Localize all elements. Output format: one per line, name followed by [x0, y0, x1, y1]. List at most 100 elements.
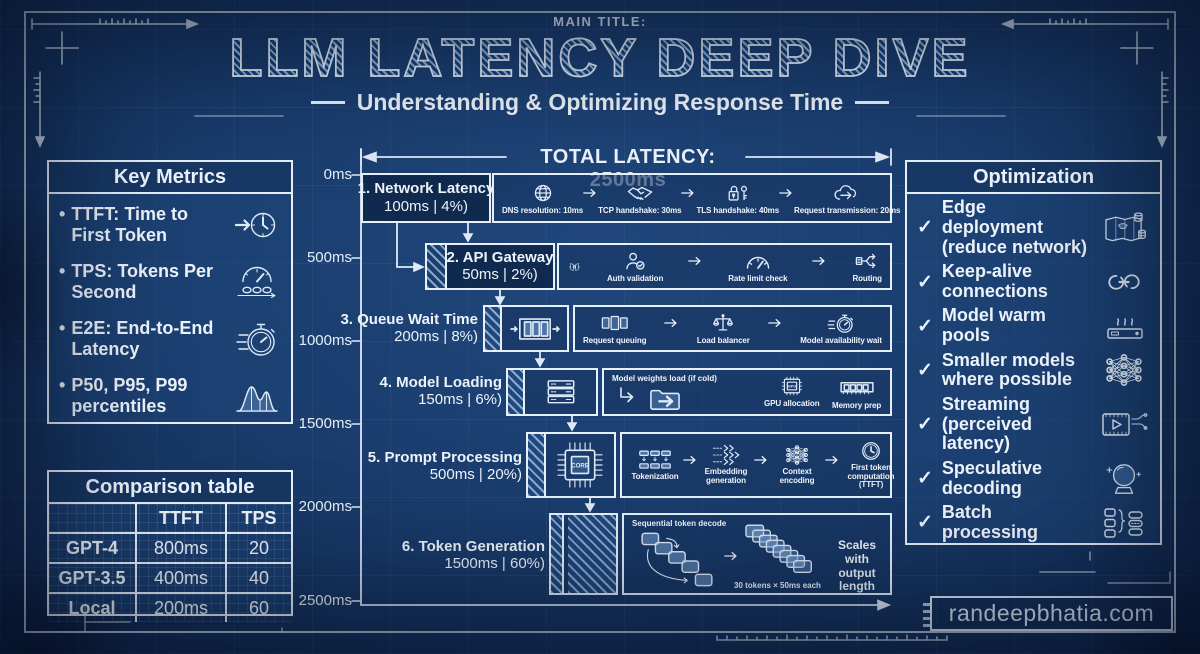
arrow-right-icon: [683, 455, 698, 465]
title-block: MAIN TITLE: LLM LATENCY DEEP DIVE Unders…: [0, 14, 1200, 116]
step-caption: Load balancer: [696, 336, 750, 345]
check-icon: ✓: [917, 359, 933, 381]
arrow-right-icon: [688, 256, 703, 266]
stage-value: 100ms | 4%): [384, 197, 468, 215]
opt-item-keep-alive: ✓ Keep-alive connections: [917, 261, 1150, 302]
step-dns: DNS resolution: 10ms: [502, 182, 583, 215]
queue-slats-icon: [509, 315, 561, 343]
key-metrics-list: • TTFT: Time to First Token • TPS: Token…: [49, 194, 291, 426]
step-caption: First token computation (TTFT): [847, 462, 895, 490]
key-metric-tps: • TPS: Tokens Per Second: [59, 261, 283, 302]
neural-net-icon: [783, 444, 811, 466]
stage-queue-wait-visual: [483, 305, 569, 352]
opt-label: Edge deployment (reduce network): [941, 197, 1087, 257]
metric-term: TPS:: [71, 261, 113, 282]
gpu-chip-icon: GPU: [778, 375, 806, 397]
step-auth: Auth validation: [607, 250, 663, 283]
metric-text: percentiles: [71, 395, 167, 416]
step-caption: Model availability wait: [800, 336, 882, 345]
elbow-arrow-icon: [618, 386, 638, 409]
gate-lock-icon: [567, 262, 582, 272]
stage-value: 500ms | 20%): [429, 466, 522, 484]
stage-queue-wait-steps: Request queuing Load balancer Model avai…: [573, 305, 892, 352]
credit-box: randeepbhatia.com: [923, 596, 1173, 631]
stage-network-latency-steps: DNS resolution: 10ms TCP handshake: 30ms…: [492, 173, 900, 223]
handshake-icon: [627, 182, 653, 204]
step-caption: Auth validation: [606, 274, 664, 283]
col-header-blank: [49, 504, 137, 534]
metric-text: Time to First Token: [71, 204, 188, 245]
step-caption: Embedding generation: [704, 467, 748, 485]
tokens-rate-note: 30 tokens × 50ms each: [734, 581, 821, 590]
check-icon: ✓: [917, 271, 933, 293]
cpu-core-icon: CORE: [554, 439, 606, 491]
stopwatch-icon: [231, 320, 283, 358]
duration-hatch: [427, 245, 447, 288]
row-local-tps: 60: [248, 597, 270, 618]
stage-name: 2. API Gateway: [446, 248, 554, 266]
step-caption: Context encoding: [779, 467, 815, 485]
stage-api-gateway-label: 2. API Gateway 50ms | 2%): [425, 243, 555, 290]
check-icon: ✓: [917, 315, 933, 337]
step-caption: Memory prep: [832, 401, 882, 410]
comparison-table-header: Comparison table: [49, 472, 291, 504]
chevrons-icon: [710, 444, 742, 466]
crystal-ball-icon: [1098, 461, 1150, 497]
bullet: •: [59, 375, 66, 396]
duration-hatch: [528, 434, 546, 496]
model-weights-note: Model weights load (if cold): [612, 374, 717, 383]
opt-label: Speculative decoding: [941, 457, 1042, 498]
lock-key-icon: [726, 182, 750, 204]
stage-name: 5. Prompt Processing: [367, 449, 522, 466]
arrow-right-icon: [754, 455, 769, 465]
metric-text: Tokens Per Second: [71, 261, 214, 302]
stage-model-loading-visual: [506, 368, 598, 416]
step-tokenization: Tokenization: [627, 449, 683, 482]
sequential-decode-label: Sequential token decode: [632, 519, 727, 528]
step-transmission: Request transmission: 20ms: [794, 182, 900, 215]
row-gpt4-tps: 20: [227, 534, 291, 564]
axis-tick-2000ms: 2000ms: [298, 498, 352, 515]
clock-arrow-icon: [231, 206, 283, 244]
clock-icon: [859, 440, 883, 462]
cloud-send-icon: [833, 182, 861, 204]
stage-value: 150ms | 6%): [418, 391, 502, 409]
check-icon: ✓: [917, 512, 933, 534]
axis-tick-2500ms: 2500ms: [298, 592, 352, 609]
step-first-token: First token computation (TTFT): [840, 440, 902, 491]
key-metric-ttft: • TTFT: Time to First Token: [59, 204, 283, 245]
stage-name: 3. Queue Wait Time: [340, 311, 478, 328]
row-gpt4-ttft: 800ms: [137, 534, 227, 564]
token-stack-icon: [744, 523, 822, 583]
arrow-right-icon: [681, 188, 696, 198]
step-memory-prep: Memory prep: [832, 377, 881, 410]
key-metrics-panel: Key Metrics • TTFT: Time to First Token …: [47, 160, 293, 424]
row-local-name: Local: [49, 594, 137, 622]
main-title-kicker: MAIN TITLE:: [553, 14, 647, 29]
queue-docs-icon: [601, 312, 629, 334]
row-gpt35-tps: 40: [227, 564, 291, 594]
warm-server-icon: [1098, 308, 1150, 344]
subtitle-row: Understanding & Optimizing Response Time: [0, 89, 1200, 116]
subtitle-dash-right: [855, 101, 890, 104]
metric-term: E2E:: [71, 318, 112, 339]
row-gpt35-name: GPT-3.5: [49, 564, 137, 594]
svg-text:CORE: CORE: [571, 463, 589, 470]
server-rack-icon: [543, 378, 579, 406]
step-embedding: Embedding generation: [698, 444, 754, 486]
svg-text:GPU: GPU: [788, 384, 797, 389]
gauge-icon: [745, 250, 771, 272]
bullet: •: [59, 261, 66, 282]
check-icon: ✓: [917, 468, 933, 490]
step-caption: Routing: [852, 274, 882, 283]
stage-name: 6. Token Generation: [401, 538, 545, 555]
chain-link-icon: [1098, 264, 1150, 300]
stage-name: 4. Model Loading: [379, 374, 503, 391]
step-context-encoding: Context encoding: [769, 444, 825, 486]
stage-prompt-processing-label: 5. Prompt Processing 500ms | 20%): [358, 449, 522, 484]
arrow-right-icon: [724, 551, 739, 561]
row-local-ttft: 200ms: [137, 594, 227, 622]
opt-item-speculative: ✓ Speculative decoding: [917, 457, 1150, 499]
optimization-panel: Optimization ✓ Edge deployment (reduce n…: [905, 160, 1162, 545]
